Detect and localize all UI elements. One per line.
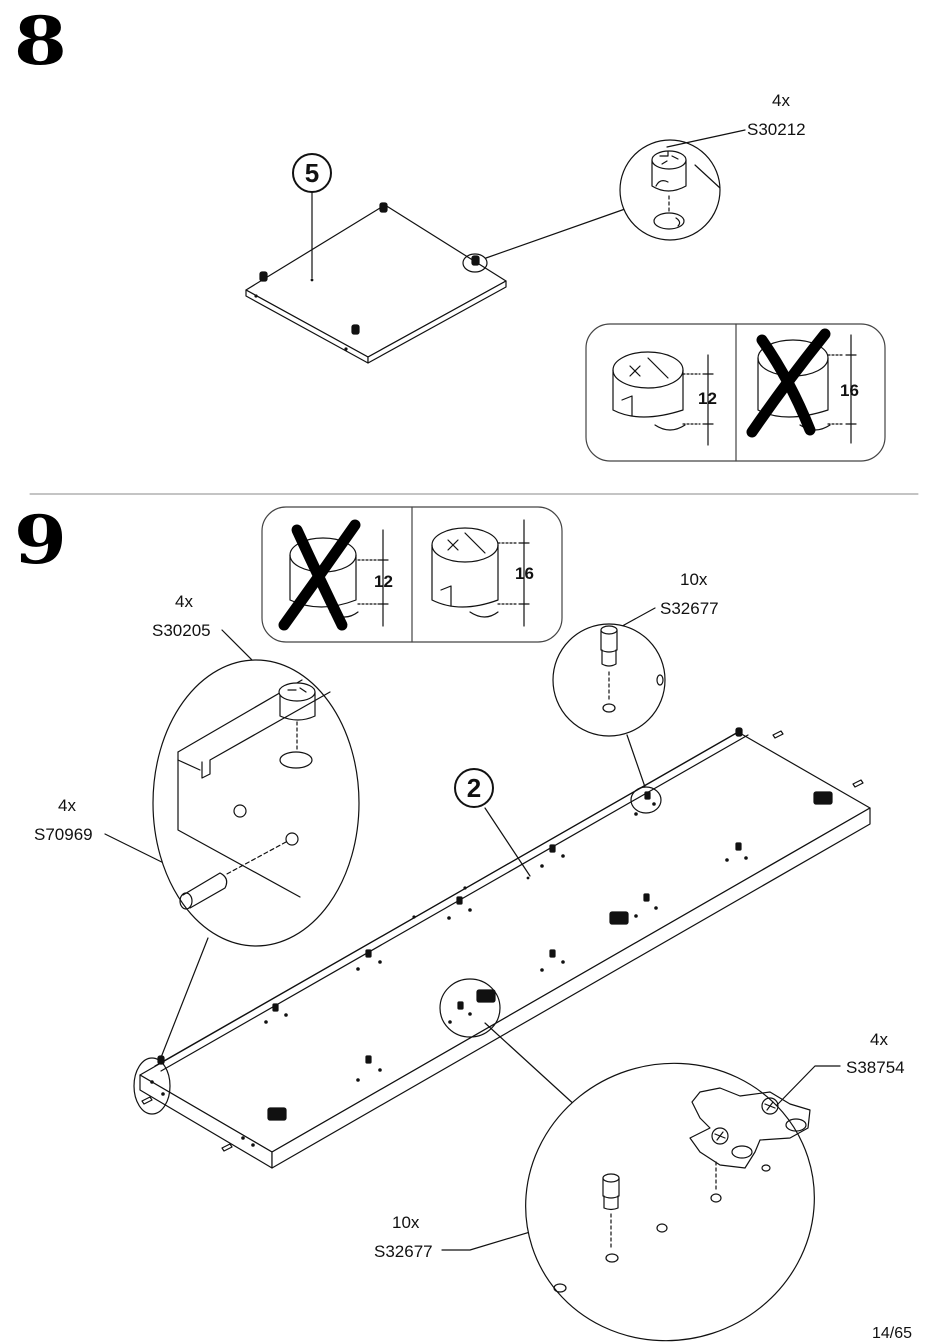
wrong-mark-x-9 [278,519,361,631]
dimension-ok-8: 12 [698,389,717,408]
panel-2-fittings [150,727,833,1147]
hinge-highlight [439,978,501,1038]
cam-lock-detail-circle [619,139,721,241]
detail-leader [485,208,626,259]
corner-joint-detail [152,659,360,947]
cam-lock-highlight [462,253,488,273]
part-label-2: 2 [454,768,494,808]
page-number: 14/65 [872,1325,913,1342]
panel-2-board [139,729,871,1169]
dimension-wrong-8: 16 [840,381,859,400]
callout-qty-s32677-top: 10x [680,570,708,589]
dowel-pins [141,730,864,1152]
callout-qty-s30212: 4x [772,91,790,110]
step-number-8: 8 [14,2,67,80]
corner-highlight [133,1057,171,1115]
callout-code-s38754: S38754 [846,1058,905,1077]
callout-code-s30212: S30212 [747,120,806,139]
dowel-detail-leader [626,734,646,788]
callout-qty-s38754: 4x [870,1030,888,1049]
wrong-mark-x-8 [746,328,831,438]
cam-lock-markers [259,202,480,335]
callout-code-s70969: S70969 [34,825,93,844]
callout-qty-s70969: 4x [58,796,76,815]
corner-detail-leader [159,937,209,1061]
s38754-leader [775,1065,841,1107]
part-label-5: 5 [292,153,332,193]
dimension-wrong-9: 12 [374,572,393,591]
step-number-9: 9 [14,501,67,579]
dowel-detail-circle [552,623,666,737]
callout-code-s32677-bottom: S32677 [374,1242,433,1261]
panel-5-board [245,204,507,364]
callout-qty-s32677-bottom: 10x [392,1213,420,1232]
hinge-detail-oval [525,1062,815,1342]
s30212-leader [666,129,746,148]
part-2-leader [484,807,531,877]
dowel-highlight [630,786,662,814]
dimension-ok-9: 16 [515,564,534,583]
callout-qty-s30205: 4x [175,592,193,611]
callout-code-s30205: S30205 [152,621,211,640]
callout-code-s32677-top: S32677 [660,599,719,618]
